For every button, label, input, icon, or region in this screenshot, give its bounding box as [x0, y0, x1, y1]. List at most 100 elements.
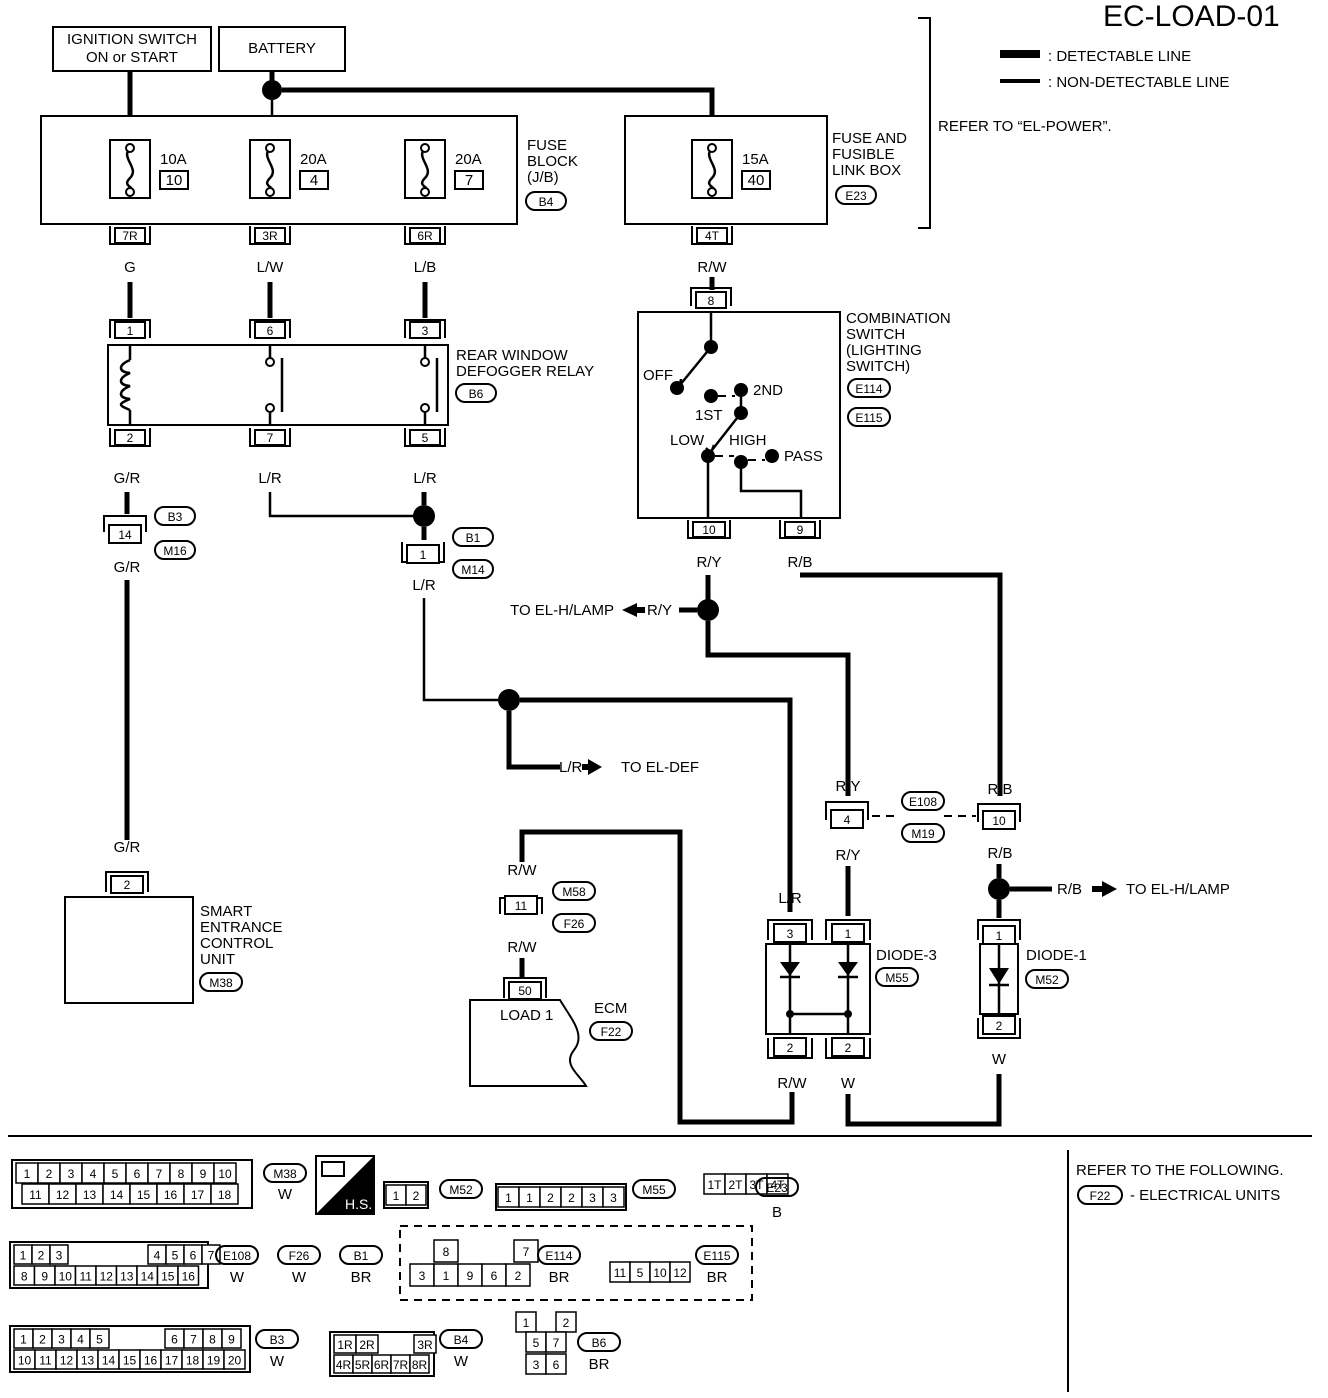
e108-badge-label: E108	[909, 795, 937, 809]
pin-label: 13	[81, 1354, 95, 1368]
fuse-4-amp: 20A	[300, 151, 327, 168]
pin-label: 8	[21, 1270, 28, 1284]
pin-label: 7R	[393, 1358, 409, 1372]
pin-cell	[49, 1244, 69, 1265]
pin-label: 6	[171, 1333, 178, 1347]
connector-frame	[383, 1181, 429, 1209]
b6-connector-label: B6	[469, 387, 484, 401]
pin-cell	[221, 1328, 242, 1349]
pin-label: 5	[533, 1336, 540, 1350]
refer-el-power: REFER TO “EL-POWER”.	[938, 118, 1112, 135]
b6-ref-badge	[577, 1332, 621, 1352]
combo-switch-label: COMBINATION	[846, 310, 951, 327]
m52-badge	[1025, 969, 1069, 989]
pin-label: 3	[58, 1333, 65, 1347]
fuse-40-number: 40	[748, 172, 765, 189]
wire-color-rw: R/W	[697, 259, 727, 276]
diode3-label: DIODE-3	[876, 947, 937, 964]
pin-label: 6	[491, 1269, 498, 1283]
diode1-diode-icon	[989, 968, 1009, 984]
non-detectable-line-swatch	[1000, 79, 1040, 83]
connector-frame	[495, 1183, 627, 1211]
pin-label: 1	[443, 1269, 450, 1283]
diode3-pin-2a-label: 2	[787, 1041, 794, 1055]
diagram-title: EC-LOAD-01	[1103, 0, 1280, 33]
pin-label: 18	[218, 1188, 232, 1202]
e114-ref-badge	[537, 1245, 581, 1265]
combo-switch-label-3: (LIGHTING	[846, 342, 922, 359]
pin-label: 11	[80, 1270, 93, 1284]
terminal-6r-label: 6R	[417, 229, 433, 243]
m16-badge	[154, 540, 196, 560]
f22-badge-label: F22	[601, 1025, 622, 1039]
relay-contact-7	[265, 403, 275, 413]
combo-switch-label-4: SWITCH)	[846, 358, 910, 375]
joint-10-label: 10	[992, 814, 1006, 828]
e23-color: B	[772, 1204, 782, 1221]
wire-color-rw-ecm-bottom: R/W	[507, 939, 537, 956]
pin-label: 5R	[355, 1358, 371, 1372]
m52-ref-badge	[439, 1179, 483, 1199]
relay-contact-leads	[268, 345, 427, 425]
h-lamp-splice-ry	[697, 599, 719, 621]
smart-unit-label-4: UNIT	[200, 951, 235, 968]
connector-frame	[9, 1325, 251, 1373]
ecm-box	[469, 999, 588, 1087]
def-wire-color: L/R	[559, 759, 583, 776]
pos-1st: 1ST	[695, 407, 723, 424]
refer-following: REFER TO THE FOLLOWING.	[1076, 1162, 1284, 1179]
diode1-pin-1: 1	[977, 919, 1021, 945]
to-el-def-label: TO EL-DEF	[621, 759, 699, 776]
diode3-pin-2a: 2	[767, 1037, 813, 1059]
pin-label: 1	[505, 1191, 512, 1205]
pin-label: 2	[39, 1333, 46, 1347]
m52-ref-label: M52	[449, 1183, 473, 1197]
pin-cell	[602, 1186, 625, 1208]
arrow-left-icon	[622, 603, 645, 617]
hs-connector-icon	[321, 1161, 345, 1177]
fuse-7-number: 7	[465, 172, 473, 189]
diode3-pin-1-label: 1	[845, 927, 852, 941]
fuse-block-label-2: BLOCK	[527, 153, 578, 170]
pin-label: 12	[100, 1270, 114, 1284]
terminal-7r-label: 7R	[122, 229, 138, 243]
joint-11-label: 11	[515, 899, 528, 913]
relay-contact-5	[420, 403, 430, 413]
wire-color-lr-5: L/R	[413, 470, 437, 487]
diode3-pin-3: 3	[767, 919, 813, 943]
terminal-4t-label: 4T	[705, 229, 720, 243]
relay-switch-bars	[280, 358, 439, 412]
pin-cell	[669, 1261, 691, 1283]
pin-label: 14	[141, 1270, 155, 1284]
wire-color-rw-ecm-top: R/W	[507, 862, 537, 879]
fuse-7-amp: 20A	[455, 151, 482, 168]
diode1-pin-2: 2	[977, 1015, 1021, 1039]
smart-unit-pin-label: 2	[124, 878, 131, 892]
wire-color-gr-joint: G/R	[114, 559, 141, 576]
pin-label: 1T	[707, 1178, 722, 1192]
legend-non-detectable: : NON-DETECTABLE LINE	[1048, 74, 1229, 91]
combo-pin-9: 9	[779, 520, 821, 539]
wire-color-g: G	[124, 259, 136, 276]
pin-label: 11	[29, 1188, 42, 1202]
pin-label: 12	[60, 1354, 74, 1368]
wire-ry-to-joint4	[705, 621, 851, 796]
wire-color-ry-switch: R/Y	[696, 554, 721, 571]
e114-badge	[847, 378, 891, 398]
e115-badge	[847, 407, 891, 427]
e23-connector-badge	[835, 185, 877, 205]
e114-e115-frame	[399, 1225, 753, 1301]
joint-11: 11	[499, 895, 543, 915]
pin-label: 1	[523, 1316, 530, 1330]
m16-badge-label: M16	[163, 544, 187, 558]
wire-color-rw-diode: R/W	[777, 1075, 807, 1092]
fuse-4-number: 4	[310, 172, 318, 189]
e23-ref-label: E23	[766, 1181, 788, 1195]
wire-color-lb: L/B	[414, 259, 437, 276]
legend-detectable: : DETECTABLE LINE	[1048, 48, 1191, 65]
m58-badge-label: M58	[562, 885, 586, 899]
wire-color-w-diode3: W	[841, 1075, 856, 1092]
